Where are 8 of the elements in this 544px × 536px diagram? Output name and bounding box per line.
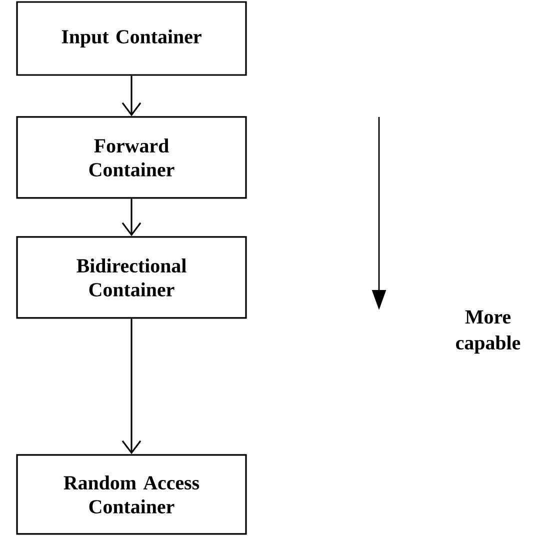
direction-label: More capable [456,310,520,354]
arrow [122,318,142,454]
container-box: Random Access Container [16,454,247,535]
container-box: Forward Container [16,116,247,199]
arrow [122,76,142,116]
arrow [122,198,142,236]
container-box: Bidirectional Container [16,236,247,319]
container-box: Input Container [16,1,247,76]
